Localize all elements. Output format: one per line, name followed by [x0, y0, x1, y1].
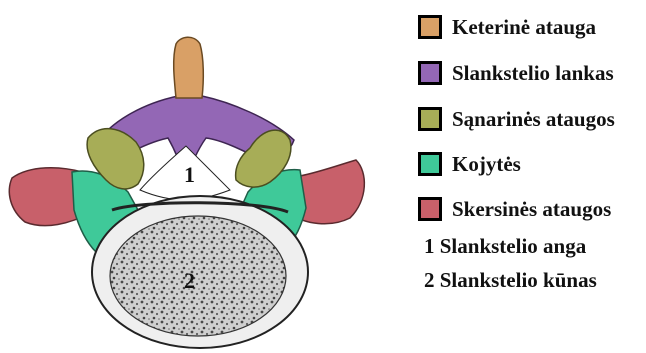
legend-label-spinous-process: Keterinė atauga [452, 15, 596, 40]
swatch-pedicles [418, 152, 442, 176]
foramen-marker: 1 [184, 162, 195, 187]
legend-label-articular-processes: Sąnarinės ataugos [452, 107, 615, 132]
spinous-process-shape [174, 37, 204, 98]
legend-item-transverse-processes: Skersinės ataugos [418, 194, 611, 224]
legend-item-articular-processes: Sąnarinės ataugos [418, 104, 615, 134]
legend-label-vertebral-arch: Slankstelio lankas [452, 61, 614, 86]
legend-item-spinous-process: Keterinė atauga [418, 12, 596, 42]
swatch-transverse-processes [418, 197, 442, 221]
body-marker: 2 [184, 268, 195, 293]
swatch-spinous-process [418, 15, 442, 39]
key-vertebral-body: 2 Slankstelio kūnas [424, 268, 597, 293]
legend-item-pedicles: Kojytės [418, 149, 521, 179]
key-vertebral-foramen: 1 Slankstelio anga [424, 234, 586, 259]
vertebral-body-inner [110, 216, 286, 336]
swatch-vertebral-arch [418, 61, 442, 85]
legend-label-pedicles: Kojytės [452, 152, 521, 177]
legend-item-vertebral-arch: Slankstelio lankas [418, 58, 614, 88]
swatch-articular-processes [418, 107, 442, 131]
legend-label-transverse-processes: Skersinės ataugos [452, 197, 611, 222]
